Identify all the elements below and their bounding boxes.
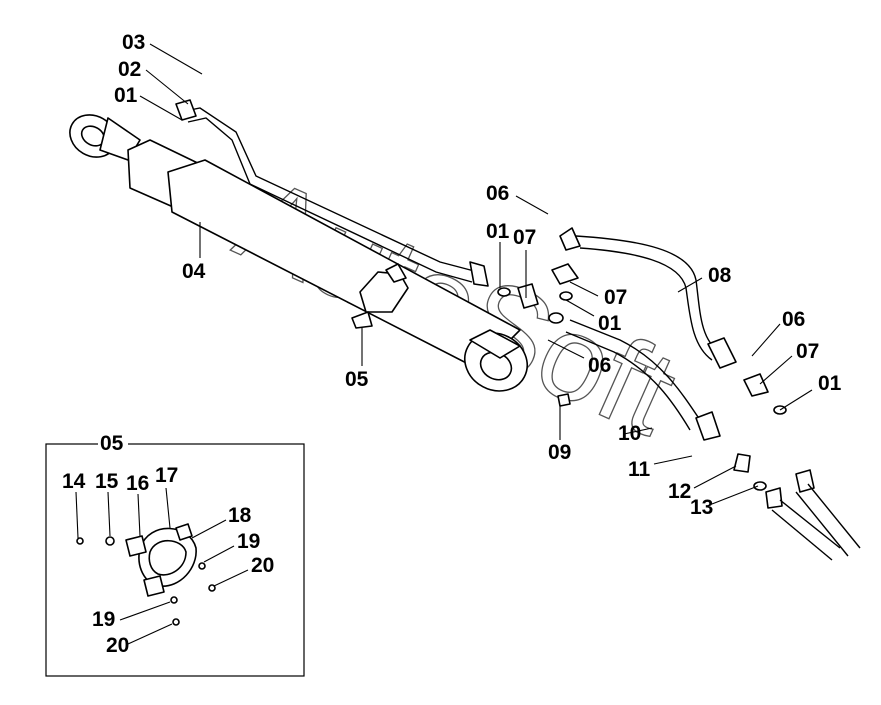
label-19: 19	[92, 608, 115, 631]
label-07: 07	[796, 340, 819, 363]
label-07: 07	[513, 226, 536, 249]
callout-labels: 03 02 01 04 05 06 01 07 07 01 06 08 06 0…	[114, 31, 842, 519]
label-17: 17	[155, 464, 178, 487]
label-02: 02	[118, 58, 141, 81]
label-01: 01	[486, 220, 510, 243]
leader-lines	[139, 43, 813, 505]
label-12: 12	[668, 480, 691, 503]
label-08: 08	[708, 264, 732, 287]
inset-title: 05	[100, 432, 124, 455]
label-13: 13	[690, 496, 713, 519]
label-04: 04	[182, 260, 206, 283]
hydraulic-cylinder	[69, 114, 528, 392]
label-06: 06	[588, 354, 611, 377]
label-18: 18	[228, 504, 252, 527]
label-19: 19	[237, 530, 260, 553]
label-01: 01	[818, 372, 842, 395]
label-09: 09	[548, 441, 571, 464]
label-03: 03	[122, 31, 145, 54]
label-06: 06	[486, 182, 509, 205]
inset-detail-05: 05 14 15 16 17 18 19 20 19 20	[45, 430, 305, 677]
label-20: 20	[106, 634, 129, 657]
label-01: 01	[598, 312, 622, 335]
fittings-middle	[497, 227, 581, 324]
clamp-05	[351, 263, 409, 329]
label-07: 07	[604, 286, 627, 309]
label-10: 10	[618, 422, 641, 445]
label-15: 15	[95, 470, 119, 493]
pipe-10	[565, 319, 721, 441]
label-20: 20	[251, 554, 274, 577]
label-06: 06	[782, 308, 805, 331]
label-14: 14	[62, 470, 86, 493]
label-01: 01	[114, 84, 138, 107]
label-11: 11	[628, 458, 651, 481]
label-16: 16	[126, 472, 149, 495]
label-05: 05	[345, 368, 369, 391]
pipe-upper	[175, 99, 489, 287]
